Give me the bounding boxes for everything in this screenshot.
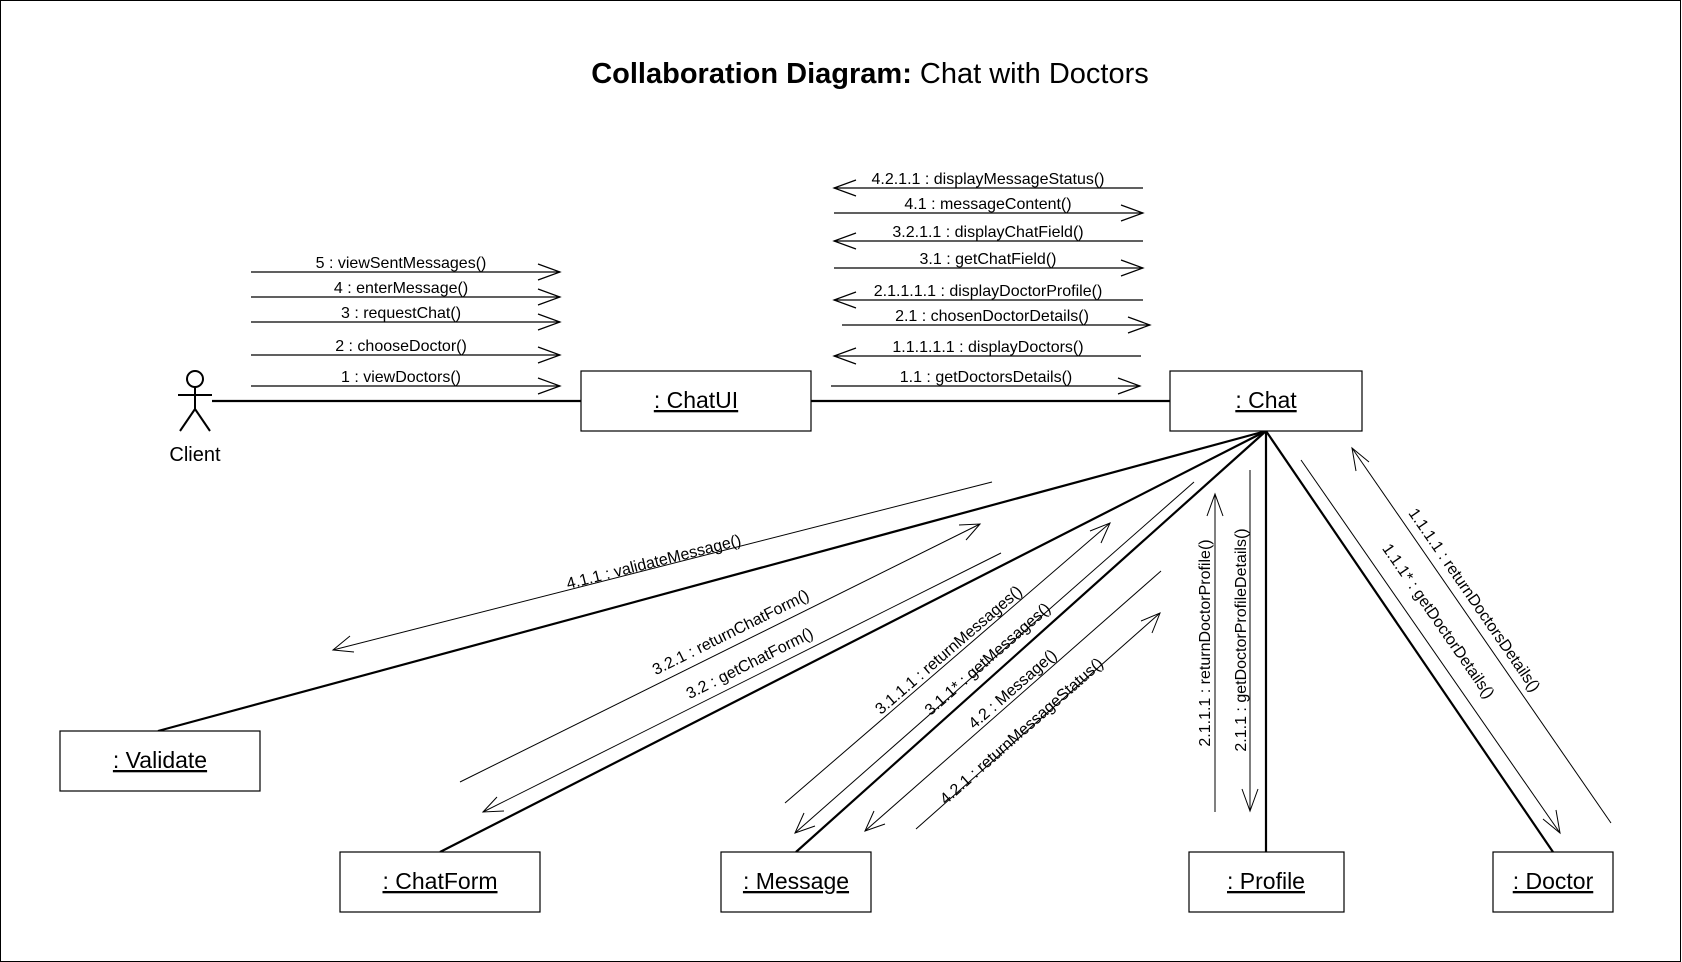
- label-m21: 2.1 : chosenDoctorDetails(): [895, 308, 1089, 325]
- object-profile[interactable]: : Profile: [1188, 851, 1345, 913]
- chatui-chat-message-labels: 4.2.1.1 : displayMessageStatus() 4.1 : m…: [871, 171, 1104, 386]
- client-actor[interactable]: [178, 370, 212, 432]
- association-links: [157, 399, 1554, 853]
- object-profile-label: : Profile: [1227, 868, 1305, 894]
- chatui-chat-messages: [831, 179, 1152, 395]
- object-message-label: : Message: [743, 868, 849, 894]
- diagram-title: Collaboration Diagram: Chat with Doctors: [591, 58, 1149, 90]
- label-m31: 3.1 : getChatField(): [920, 251, 1057, 268]
- object-chat[interactable]: : Chat: [1169, 370, 1363, 432]
- label-m21111: 2.1.1.1.1 : displayDoctorProfile(): [874, 283, 1103, 300]
- label-m11111: 1.1.1.1.1 : displayDoctors(): [892, 339, 1083, 356]
- label-m1: 1 : viewDoctors(): [341, 369, 461, 386]
- object-chatui-label: : ChatUI: [654, 387, 738, 413]
- link-chat-chatform: [439, 430, 1267, 853]
- client-message-labels: 5 : viewSentMessages() 4 : enterMessage(…: [316, 255, 487, 386]
- label-m2: 2 : chooseDoctor(): [335, 338, 467, 355]
- diagram-title-bold: Collaboration Diagram:: [591, 58, 912, 90]
- link-chat-validate: [157, 429, 1267, 733]
- label-m3211: 3.2.1.1 : displayChatField(): [892, 224, 1083, 241]
- diagonal-messages: [331, 446, 1612, 835]
- client-messages: [251, 263, 562, 395]
- label-m5: 5 : viewSentMessages(): [316, 255, 487, 272]
- diagram-title-rest: Chat with Doctors: [912, 58, 1149, 90]
- object-message[interactable]: : Message: [720, 851, 872, 913]
- object-validate-label: : Validate: [113, 747, 207, 773]
- label-m4211: 4.2.1.1 : displayMessageStatus(): [871, 171, 1104, 188]
- actor-label: Client: [169, 444, 221, 466]
- label-m2111: 2.1.1.1 : returnDoctorProfile(): [1197, 539, 1214, 746]
- label-m211: 2.1.1 : getDoctorProfileDetails(): [1233, 528, 1250, 751]
- link-chat-doctor: [1265, 430, 1554, 853]
- object-doctor-label: : Doctor: [1513, 868, 1594, 894]
- object-doctor[interactable]: : Doctor: [1492, 851, 1614, 913]
- object-chatform-label: : ChatForm: [382, 868, 497, 894]
- object-chatform[interactable]: : ChatForm: [339, 851, 541, 913]
- label-m3: 3 : requestChat(): [341, 305, 461, 322]
- label-m4: 4 : enterMessage(): [334, 280, 468, 297]
- label-m11: 1.1 : getDoctorsDetails(): [900, 369, 1073, 386]
- object-chat-label: : Chat: [1235, 387, 1297, 413]
- object-validate[interactable]: : Validate: [59, 730, 261, 792]
- link-chat-message: [795, 430, 1267, 853]
- label-m41: 4.1 : messageContent(): [904, 196, 1071, 213]
- object-chatui[interactable]: : ChatUI: [580, 370, 812, 432]
